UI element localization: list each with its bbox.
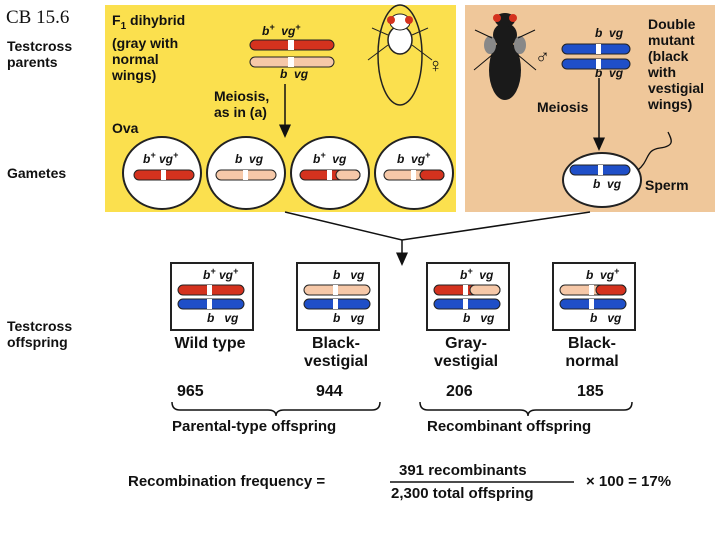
offspring-box-1 [170, 262, 254, 331]
offspring-4-bottom-alleles: b vg [590, 311, 622, 325]
ova-2-chromosome [215, 169, 277, 181]
formula-numerator: 391 recombinants [399, 462, 527, 479]
female-symbol: ♀ [428, 55, 443, 77]
ova-1-alleles: b+ vg+ [143, 150, 179, 166]
female-chromosome-top [249, 39, 335, 51]
female-title: F1 dihybrid (gray with normal wings) [112, 12, 186, 83]
ova-4-alleles: b vg+ [397, 150, 431, 166]
offspring-1-count: 965 [177, 383, 204, 400]
male-meiosis-label: Meiosis [537, 99, 589, 115]
male-title: Double mutant (black with vestigial wing… [648, 16, 705, 112]
female-top-alleles: b+ vg+ [262, 22, 301, 38]
offspring-2-bottom-alleles: b vg [333, 311, 365, 325]
offspring-1-top-alleles: b+ vg+ [203, 266, 239, 282]
offspring-2-top-alleles: b vg [333, 268, 365, 282]
formula-denominator: 2,300 total offspring [391, 485, 534, 502]
sperm-alleles: b vg [593, 177, 622, 191]
offspring-4-top-alleles: b vg+ [586, 266, 620, 282]
offspring-4-count: 185 [577, 383, 604, 400]
offspring-3-chromosomes [433, 284, 501, 310]
formula-result: × 100 = 17% [586, 473, 672, 490]
parental-group-label: Parental-type offspring [172, 418, 337, 435]
formula-label: Recombination frequency = [128, 473, 326, 490]
female-meiosis-label: Meiosis, as in (a) [214, 88, 270, 120]
offspring-3-top-alleles: b+ vg [460, 266, 494, 282]
sperm-label: Sperm [645, 177, 689, 193]
sperm-chromosome [569, 164, 631, 176]
slide-code: CB 15.6 [6, 7, 70, 28]
combine-lines [284, 211, 591, 241]
offspring-box-3 [426, 262, 510, 331]
offspring-1-name: Wild type [174, 335, 246, 352]
offspring-2-name: Black-vestigial [303, 335, 369, 370]
ova-3-chromosome [299, 169, 361, 181]
ova-4-chromosome [383, 169, 445, 181]
male-symbol: ♂ [535, 46, 550, 68]
female-fly-icon [367, 4, 433, 106]
offspring-3-count: 206 [446, 383, 473, 400]
offspring-2-count: 944 [316, 383, 343, 400]
label-testcross-offspring: Testcross offspring [7, 318, 73, 350]
male-fly-icon [473, 13, 537, 100]
ova-1-chromosome [133, 169, 195, 181]
offspring-1-chromosomes [177, 284, 245, 310]
ova-2-alleles: b vg [235, 152, 264, 166]
parental-brace [171, 401, 381, 417]
sperm-gamete [562, 152, 642, 208]
male-chromosome-top [561, 43, 631, 55]
offspring-2-chromosomes [303, 284, 371, 310]
offspring-4-chromosomes [559, 284, 627, 310]
female-bottom-alleles: b vg [280, 67, 309, 81]
offspring-3-bottom-alleles: b vg [463, 311, 495, 325]
sperm-tail-icon [637, 131, 672, 171]
recombinant-group-label: Recombinant offspring [427, 418, 592, 435]
offspring-1-bottom-alleles: b vg [207, 311, 239, 325]
offspring-box-2 [296, 262, 380, 331]
ova-3-alleles: b+ vg [313, 150, 347, 166]
male-top-alleles: b vg [595, 26, 624, 40]
offspring-3-name: Gray-vestigial [433, 335, 499, 370]
label-testcross-parents: Testcross parents [7, 38, 73, 70]
offspring-box-4 [552, 262, 636, 331]
recombinant-brace [419, 401, 633, 417]
female-chromosome-bottom [249, 56, 335, 68]
ova-label: Ova [112, 120, 139, 136]
offspring-4-name: Black-normal [565, 335, 619, 370]
male-chromosome-bottom [561, 58, 631, 70]
label-gametes: Gametes [7, 165, 67, 181]
